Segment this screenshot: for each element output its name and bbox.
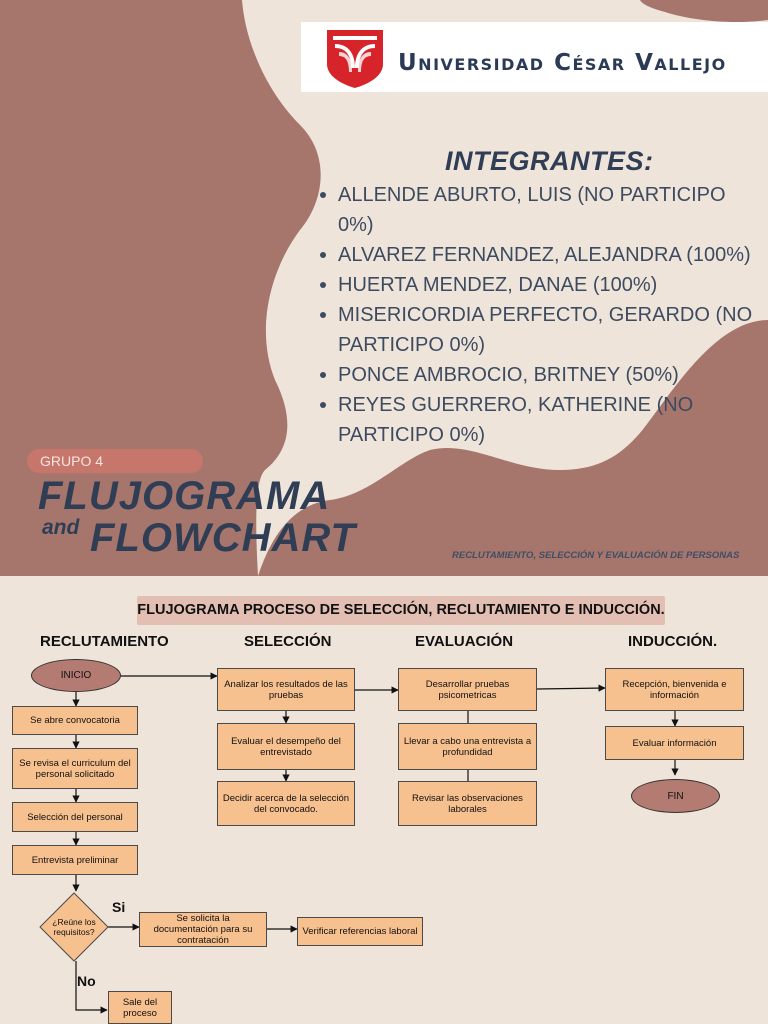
main-title-line1: FLUJOGRAMA xyxy=(38,474,331,518)
blob-right-bottom xyxy=(258,320,768,576)
step-box: Selección del personal xyxy=(12,802,138,832)
logo-text: Universidad César Vallejo xyxy=(398,50,727,76)
step-box: Decidir acerca de la selección del convo… xyxy=(217,781,355,826)
member-item: ALVAREZ FERNANDEZ, ALEJANDRA (100%) xyxy=(316,240,756,270)
step-box: Analizar los resultados de las pruebas xyxy=(217,668,355,711)
step-box: Evaluar el desempeño del entrevistado xyxy=(217,723,355,770)
start-node: INICIO xyxy=(31,659,121,692)
university-logo: Universidad César Vallejo xyxy=(301,22,768,92)
step-box: Verificar referencias laboral xyxy=(297,917,423,946)
step-box: Se abre convocatoria xyxy=(12,706,138,735)
end-box-sale: Sale del proceso xyxy=(108,991,172,1024)
member-item: MISERICORDIA PERFECTO, GERARDO (NO PARTI… xyxy=(316,300,756,360)
step-box: Entrevista preliminar xyxy=(12,845,138,875)
column-header-evaluacion: EVALUACIÓN xyxy=(415,633,514,650)
flowchart-title: FLUJOGRAMA PROCESO DE SELECCIÓN, RECLUTA… xyxy=(137,596,665,625)
column-header-induccion: INDUCCIÓN. xyxy=(628,633,718,650)
integrantes-title: INTEGRANTES: xyxy=(445,146,654,176)
step-box: Llevar a cabo una entrevista a profundid… xyxy=(398,723,537,770)
blob-left xyxy=(0,0,321,576)
step-box: Evaluar información xyxy=(605,726,744,760)
yes-label: Si xyxy=(112,899,126,915)
decision-text: ¿Reúne los requisitos? xyxy=(52,917,96,937)
member-item: PONCE AMBROCIO, BRITNEY (50%) xyxy=(316,360,756,390)
member-item: REYES GUERRERO, KATHERINE (NO PARTICIPO … xyxy=(316,390,756,450)
subtitle: RECLUTAMIENTO, SELECCIÓN Y EVALUACIÓN DE… xyxy=(452,550,740,561)
blob-top-right xyxy=(640,0,768,23)
step-box: Se revisa el curriculum del personal sol… xyxy=(12,748,138,789)
no-label: No xyxy=(77,973,96,989)
step-box: Desarrollar pruebas psicometricas xyxy=(398,668,537,711)
shield-logo-icon xyxy=(327,30,383,88)
group-badge: GRUPO 4 xyxy=(27,449,203,473)
step-box: Se solicita la documentación para su con… xyxy=(139,912,267,947)
main-title-line2: FLOWCHART xyxy=(90,516,356,560)
step-box: Recepción, bienvenida e información xyxy=(605,668,744,711)
step-box: Revisar las observaciones laborales xyxy=(398,781,537,826)
column-header-seleccion: SELECCIÓN xyxy=(244,633,332,650)
column-header-reclutamiento: RECLUTAMIENTO xyxy=(40,633,169,650)
main-title-and: and xyxy=(42,516,80,539)
member-item: ALLENDE ABURTO, LUIS (NO PARTICIPO 0%) xyxy=(316,180,756,240)
members-list: ALLENDE ABURTO, LUIS (NO PARTICIPO 0%) A… xyxy=(316,180,756,450)
member-item: HUERTA MENDEZ, DANAE (100%) xyxy=(316,270,756,300)
end-node: FIN xyxy=(631,779,720,813)
